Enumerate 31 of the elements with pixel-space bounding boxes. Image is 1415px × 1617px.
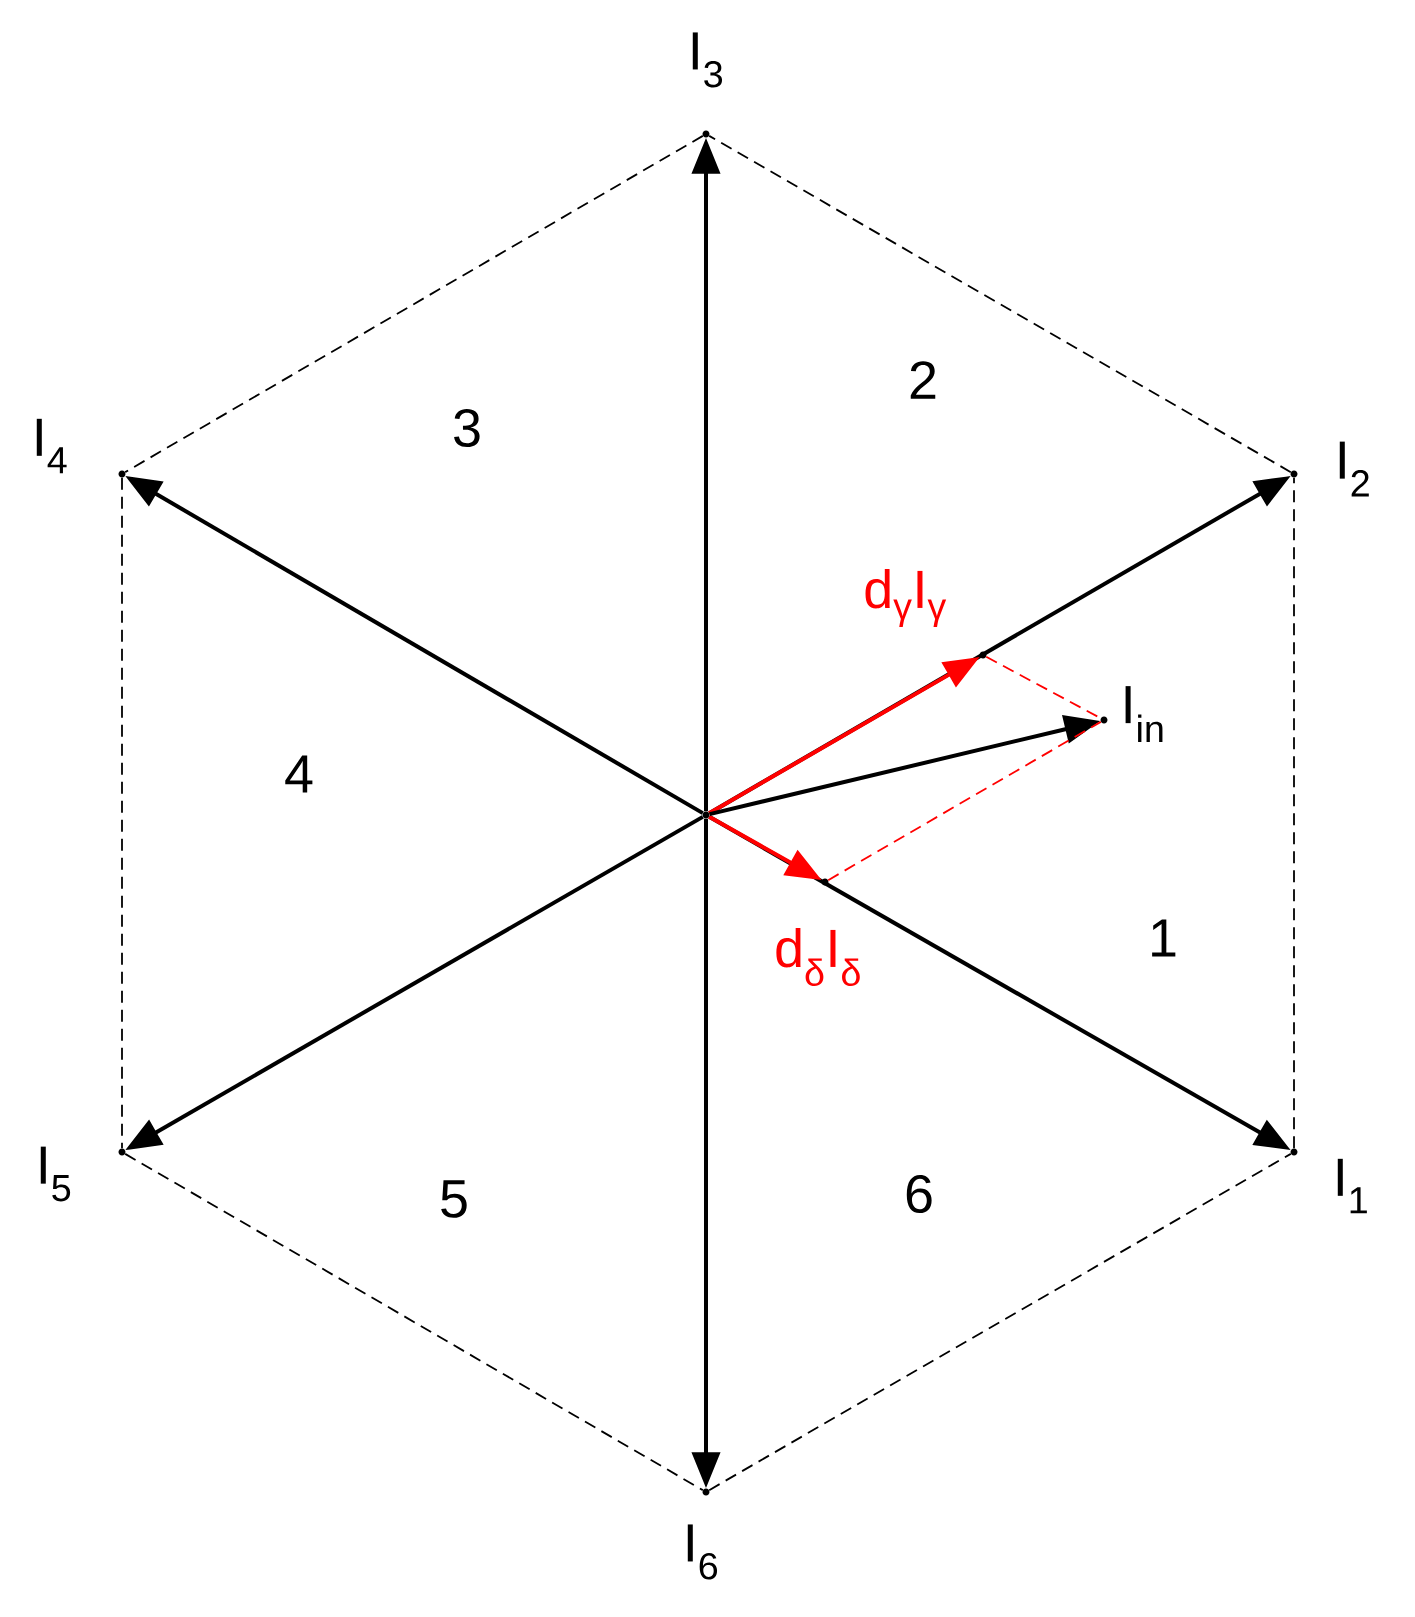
vector-label: I$_{in}$: [1125, 686, 1163, 742]
dashed-line: [124, 1152, 704, 1492]
vector-point: [118, 470, 126, 478]
vector-label: I$_{3}$: [692, 32, 723, 88]
vector-label: I$_{1}$: [1337, 1158, 1367, 1214]
vector-label: d$_{γ}$I$_{γ}$: [865, 568, 947, 628]
vector-point: [702, 130, 710, 138]
dashed-line: [124, 134, 704, 474]
vector-label: d$_{δ}$I$_{δ}$: [776, 927, 860, 987]
vector-label: I$_{4}$: [36, 418, 67, 474]
sector-number: 1: [1152, 919, 1176, 957]
sector-number: 3: [454, 408, 480, 448]
dashed-line: [121, 476, 123, 1150]
vector-point: [702, 811, 710, 819]
sector-number: 5: [441, 1180, 467, 1218]
vector-label: I$_{2}$: [1339, 441, 1369, 497]
vector-label: I$_{6}$: [687, 1524, 718, 1580]
vector-point: [1290, 470, 1298, 478]
vector-point: [979, 651, 987, 659]
dashed-line: [827, 720, 1102, 882]
dashed-line: [708, 134, 1292, 474]
dashed-line: [708, 1152, 1292, 1492]
vector-label: I$_{5}$: [40, 1146, 71, 1202]
vector-point: [1100, 716, 1108, 724]
vector-point: [118, 1148, 126, 1156]
vector-point: [1290, 1148, 1298, 1156]
sector-number: 4: [285, 755, 313, 793]
sector-number: 6: [906, 1174, 932, 1214]
sector-number: 2: [910, 361, 936, 399]
dashed-line: [1293, 476, 1295, 1150]
vector-point: [702, 1488, 710, 1496]
